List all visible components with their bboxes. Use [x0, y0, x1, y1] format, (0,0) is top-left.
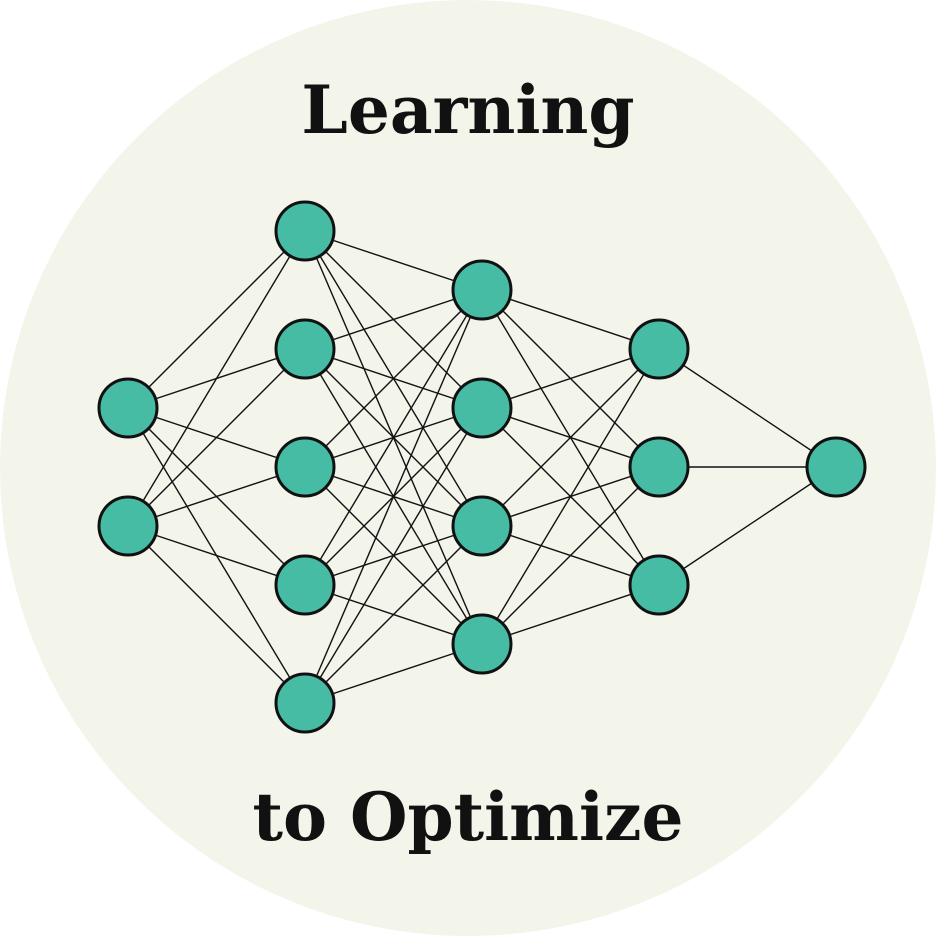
edge-l1-n2-to-l2-n0 — [304, 289, 483, 468]
network-edges — [127, 230, 837, 704]
edge-l1-n4-to-l2-n2 — [304, 525, 483, 704]
node-layer-0-0 — [97, 377, 159, 439]
node-layer-1-3 — [274, 554, 336, 616]
edge-l0-n1-to-l1-n3 — [127, 525, 306, 586]
node-layer-2-3 — [451, 613, 513, 675]
node-layer-3-0 — [628, 318, 690, 380]
edge-l0-n1-to-l1-n0 — [127, 230, 306, 527]
edge-l1-n4-to-l2-n1 — [304, 407, 483, 704]
title-bottom: to Optimize — [252, 778, 683, 856]
title-top: Learning — [301, 71, 634, 149]
node-layer-1-0 — [274, 200, 336, 262]
network-nodes — [97, 200, 867, 734]
edge-l0-n0-to-l1-n0 — [127, 230, 306, 409]
edge-l2-n0-to-l3-n0 — [481, 289, 660, 350]
edge-l2-n2-to-l3-n0 — [481, 348, 660, 527]
node-layer-0-1 — [97, 495, 159, 557]
node-layer-4-0 — [805, 436, 867, 498]
edge-l0-n1-to-l1-n1 — [127, 348, 306, 527]
edge-l1-n4-to-l2-n3 — [304, 643, 483, 704]
node-layer-2-0 — [451, 259, 513, 321]
node-layer-1-1 — [274, 318, 336, 380]
edge-l2-n3-to-l3-n1 — [481, 466, 660, 645]
node-layer-2-1 — [451, 377, 513, 439]
edge-l1-n3-to-l2-n0 — [304, 289, 483, 586]
edge-l2-n3-to-l3-n2 — [481, 584, 660, 645]
edge-l0-n1-to-l1-n4 — [127, 525, 306, 704]
edge-l1-n0-to-l2-n0 — [304, 230, 483, 291]
edge-l1-n1-to-l2-n0 — [304, 289, 483, 350]
edge-l2-n1-to-l3-n0 — [481, 348, 660, 409]
edge-l3-n2-to-l4-n0 — [658, 466, 837, 586]
node-layer-3-1 — [628, 436, 690, 498]
node-layer-1-4 — [274, 672, 336, 734]
node-layer-3-2 — [628, 554, 690, 616]
edge-l1-n4-to-l2-n0 — [304, 289, 483, 704]
edge-l2-n3-to-l3-n0 — [481, 348, 660, 645]
edge-l3-n0-to-l4-n0 — [658, 348, 837, 468]
node-layer-1-2 — [274, 436, 336, 498]
node-layer-2-2 — [451, 495, 513, 557]
edge-l0-n1-to-l1-n2 — [127, 466, 306, 527]
